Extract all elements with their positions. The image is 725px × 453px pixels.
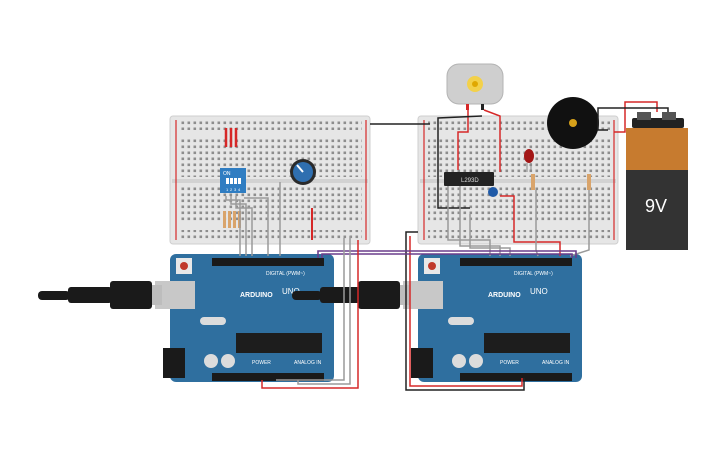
piezo-buzzer[interactable] [547,97,599,149]
left-analog-label: ANALOG IN [294,360,322,366]
l293d-chip-label: L293D [461,178,479,184]
dip-switch-number-1: 1 [226,187,229,192]
right-power-label: POWER [500,360,519,366]
right-digital-label: DIGITAL (PWM~) [514,271,553,277]
breadboard-left[interactable] [169,115,371,245]
wire-red-left-power[interactable] [261,240,359,389]
dc-motor[interactable] [446,63,504,110]
potentiometer[interactable] [290,159,316,185]
wire-red-battery[interactable] [614,101,658,133]
right-analog-label: ANALOG IN [542,360,570,366]
dip-switch[interactable]: ON 1 2 3 4 [220,168,246,193]
red-led[interactable] [524,149,534,172]
resistor-buzzer[interactable] [587,174,591,190]
wire-gray-left-analog[interactable] [276,236,351,385]
l293d-driver-chip[interactable]: L293D [444,172,494,186]
usb-cable-left[interactable] [38,281,162,309]
right-arduino-model: UNO [530,287,548,296]
battery-voltage-label: 9V [645,196,667,216]
dip-switch-number-2: 2 [230,187,233,192]
resistor-led[interactable] [531,174,535,190]
wire-red-jumpers-left[interactable] [224,128,313,240]
dip-switch-on-label: ON [223,171,231,177]
battery-9v[interactable]: 9V [626,112,688,250]
dip-switch-number-4: 4 [238,187,241,192]
wire-gray-left-inputs[interactable] [225,182,281,256]
wire-black-ground[interactable] [405,231,525,391]
capacitor[interactable] [488,187,498,197]
dip-switch-number-3: 3 [234,187,237,192]
arduino-uno-right[interactable]: DIGITAL (PWM~) ARDUINO UNO POWER ANALOG … [403,254,582,382]
usb-cable-right[interactable] [292,281,410,309]
left-power-label: POWER [252,360,271,366]
wire-black-battery[interactable] [597,107,669,131]
left-arduino-model: UNO [282,287,300,296]
left-arduino-brand: ARDUINO [240,292,273,299]
left-digital-label: DIGITAL (PWM~) [266,271,305,277]
wire-black-motor[interactable] [437,115,483,209]
wire-purple-serial[interactable] [317,250,577,258]
wire-red-driver-power[interactable] [409,195,561,387]
wire-red-motor[interactable] [457,109,501,172]
arduino-uno-left[interactable]: DIGITAL (PWM~) ARDUINO UNO POWER ANALOG … [155,254,334,382]
right-arduino-brand: ARDUINO [488,292,521,299]
